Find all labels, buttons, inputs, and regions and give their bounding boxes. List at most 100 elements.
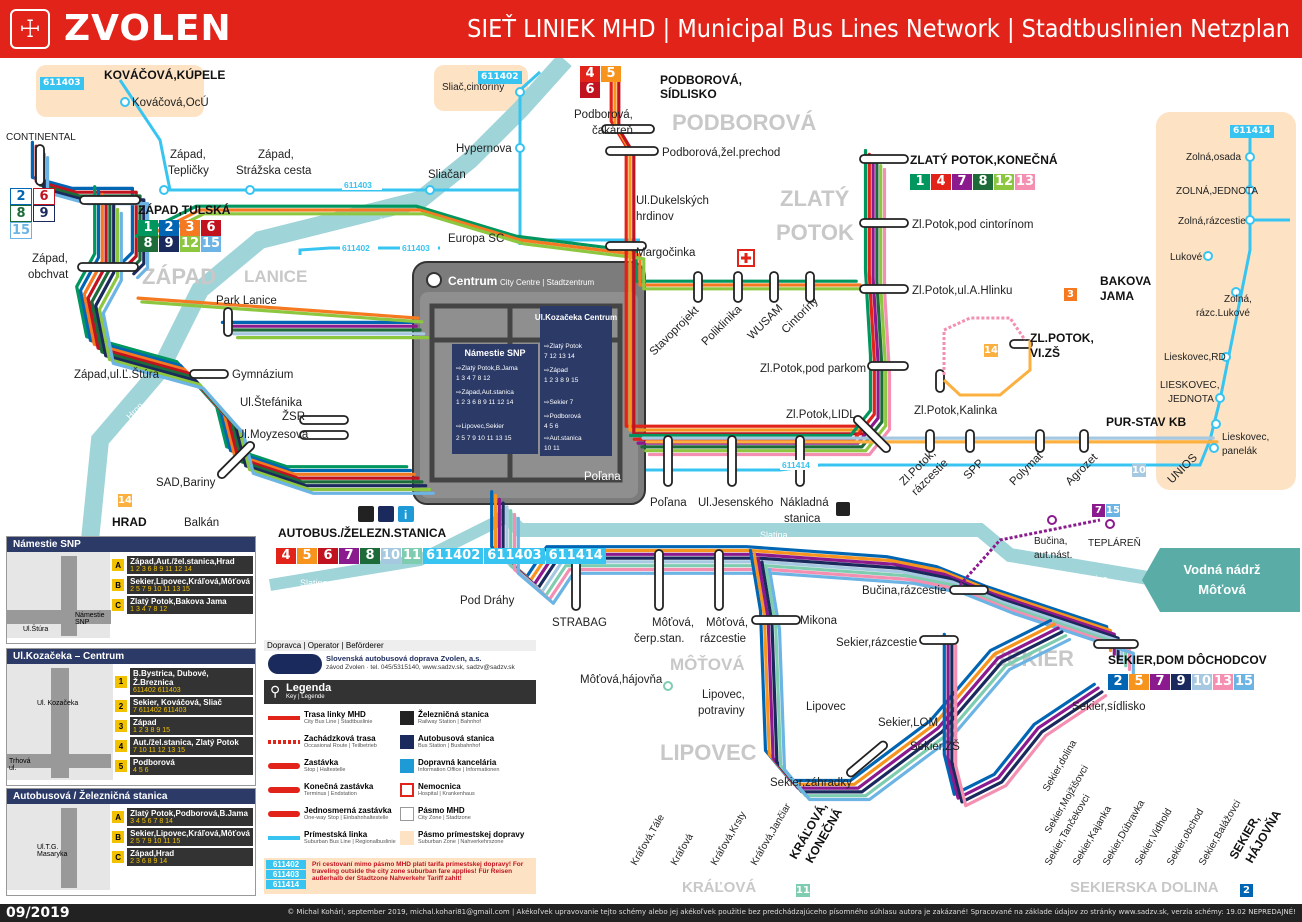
stop-bakova-jama-2: JAMA	[1100, 289, 1134, 303]
line-badge-10[interactable]: 10	[1192, 674, 1212, 690]
line-badge-2[interactable]: 2	[10, 188, 32, 205]
line-badge-6[interactable]: 6	[318, 548, 338, 564]
line-badge-4[interactable]: 4	[931, 174, 951, 190]
line-badge-13[interactable]: 13	[1015, 174, 1035, 190]
line-badge-8[interactable]: 8	[973, 174, 993, 190]
stop-dukelskych-2: hrdinov	[636, 211, 674, 223]
line-badge-14[interactable]: 14	[984, 344, 998, 357]
footer-bar: 09/2019 © Michal Kohári, september 2019,…	[0, 904, 1302, 922]
line-badge-2[interactable]: 2	[159, 220, 179, 236]
stop-autobus-stanica: AUTOBUS./ŽELEZN.STANICA	[278, 525, 447, 540]
line-badge-8[interactable]: 8	[360, 548, 380, 564]
line-badge-9[interactable]: 9	[33, 205, 55, 222]
river-label-slatina: Slatina	[760, 530, 788, 540]
line-badge-2[interactable]: 2	[1108, 674, 1128, 690]
line-badge-611414[interactable]: 611414	[1230, 125, 1274, 138]
platform-letter: A	[112, 559, 125, 571]
platform-direction: Podborová	[133, 758, 175, 767]
route-line-13-segment-4	[647, 167, 892, 457]
line-badge-11[interactable]: 11	[796, 884, 810, 897]
centrum-kozacka-row-3: 1 2 3 8 9 15	[544, 377, 579, 384]
stop-podborova-cakaren-2: čakáreň	[592, 125, 633, 137]
route-line-8-segment-4	[640, 160, 884, 449]
line-badge-12[interactable]: 12	[994, 174, 1014, 190]
line-badge-5[interactable]: 5	[297, 548, 317, 564]
line-badge-8[interactable]: 8	[138, 236, 158, 252]
stop-pod-drahy: Pod Dráhy	[460, 595, 515, 607]
line-badge-4[interactable]: 4	[580, 66, 600, 82]
stop-bucina-aut: Bučina,	[1034, 536, 1067, 547]
route-line-2-segment-8	[942, 632, 1096, 796]
line-badge-15[interactable]: 15	[1106, 504, 1120, 517]
terminus-badge-group-vizs: 14	[984, 338, 999, 357]
line-badge-611402[interactable]: 611402	[478, 71, 522, 84]
line-badge-12[interactable]: 12	[180, 236, 200, 252]
line-badge-6[interactable]: 6	[580, 82, 600, 98]
line-badge-11[interactable]: 11	[402, 548, 422, 564]
legend-title: Legenda	[286, 682, 332, 694]
stop-bucina-razcestie: Bučina,rázcestie	[862, 585, 946, 597]
line-badge-611403[interactable]: 611403	[40, 77, 84, 90]
stop-poliklinika: Poliklinika	[700, 303, 745, 348]
line-badge-611402[interactable]: 611402	[423, 548, 484, 564]
stop-sekier-zahradky: Sekier,záhradky	[770, 777, 852, 789]
platform-direction: B.Bystrica, Dubové, Ž.Breznica	[133, 669, 209, 687]
line-badge-15[interactable]: 15	[1234, 674, 1254, 690]
line-badge-1[interactable]: 1	[138, 220, 158, 236]
stop-polana: Poľana	[650, 497, 687, 509]
line-badge-8[interactable]: 8	[10, 205, 32, 222]
centrum-kozacka-row-0: ⇨Zlatý Potok	[544, 343, 583, 350]
line-badge-3[interactable]: 3	[1064, 288, 1077, 301]
info-office-icon: i	[404, 508, 407, 522]
line-badge-7[interactable]: 7	[952, 174, 972, 190]
line-badge-10[interactable]: 10	[1132, 464, 1146, 477]
line-badge-611414[interactable]: 611414	[545, 548, 606, 564]
line-badge-13[interactable]: 13	[1213, 674, 1233, 690]
route-line-1-segment-4	[628, 148, 873, 438]
line-badge-7[interactable]: 7	[1092, 504, 1105, 517]
panel-kozacka-map: Ul. Kozačeka Trhová ul.	[7, 664, 113, 780]
line-badge-2[interactable]: 2	[1240, 884, 1253, 897]
line-badge-3[interactable]: 3	[180, 220, 200, 236]
route-line-12-segment-1	[97, 207, 432, 492]
line-badge-15[interactable]: 15	[201, 236, 221, 252]
route-line-9-segment-8	[950, 640, 1104, 804]
line-badge-5[interactable]: 5	[1129, 674, 1149, 690]
line-badge-7[interactable]: 7	[339, 548, 359, 564]
platform-lines: 2 5 7 9 10 11 15	[130, 838, 181, 845]
line-badge-6[interactable]: 6	[201, 220, 221, 236]
line-badge-6[interactable]: 6	[33, 188, 55, 205]
line-badge-15[interactable]: 15	[10, 222, 32, 239]
line-badge-10[interactable]: 10	[381, 548, 401, 564]
stop-podborova-sidlisko: PODBOROVÁ,	[660, 72, 742, 87]
stop-motova-razcestie-2: rázcestie	[700, 633, 746, 645]
route-line-15-segment-6	[516, 516, 1135, 675]
stop-sekier-lom: Sekier,LOM	[878, 717, 938, 729]
line-badge-1[interactable]: 1	[910, 174, 930, 190]
line-badge-9[interactable]: 9	[159, 236, 179, 252]
stop-zapad-tulska: ZÁPAD,TULSKÁ	[138, 202, 231, 217]
line-badge-7[interactable]: 7	[1150, 674, 1170, 690]
route-line-4-segment-3	[609, 69, 858, 428]
line-badge-14[interactable]: 14	[118, 494, 132, 507]
centrum-kozacka-row-7: ⇨Aut.stanica	[544, 435, 582, 442]
line-badge-611403[interactable]: 611403	[484, 548, 545, 564]
line-badge-5[interactable]: 5	[601, 66, 621, 82]
platform-letter: C	[112, 599, 125, 611]
line-badge-9[interactable]: 9	[1171, 674, 1191, 690]
line-badge-4[interactable]: 4	[276, 548, 296, 564]
